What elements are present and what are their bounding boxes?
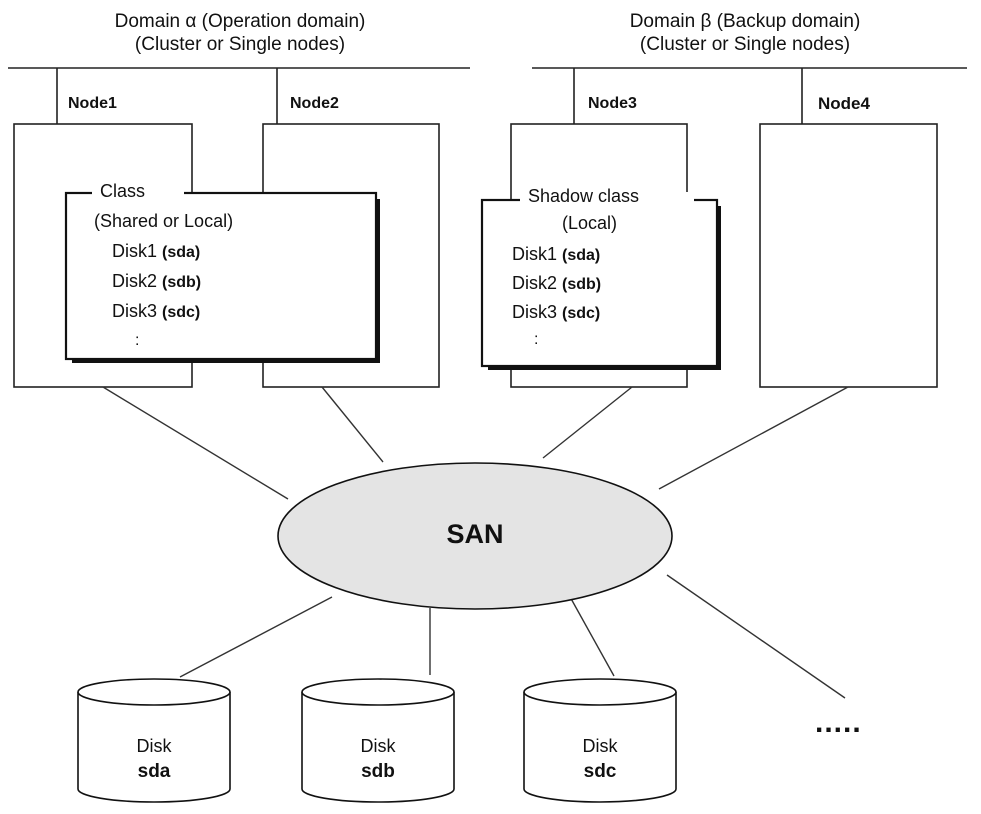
class-scope: (Shared or Local) xyxy=(94,211,234,231)
link-san-disk-sdc xyxy=(568,594,615,677)
node2-label: Node2 xyxy=(290,95,339,112)
shadow-disk2-device: (sdb) xyxy=(562,276,602,293)
node4-box xyxy=(759,123,938,388)
class-title: Class xyxy=(100,181,146,201)
class-disk3-device: (sdc) xyxy=(162,304,201,321)
class-disk3: Disk3 (sdc) xyxy=(112,302,200,321)
domain-beta-subtitle: (Cluster or Single nodes) xyxy=(639,34,851,55)
shadow-disk3: Disk3 (sdc) xyxy=(512,303,600,322)
link-node2-san xyxy=(321,386,384,463)
shadow-disk3-device: (sdc) xyxy=(562,305,601,322)
domain-alpha-title: Domain α (Operation domain) xyxy=(114,11,366,32)
shadow-class-box-shadow-bottom xyxy=(488,366,721,370)
link-node1-san xyxy=(102,386,289,500)
class-disk1-device: (sda) xyxy=(162,244,201,261)
node3-label: Node3 xyxy=(588,95,637,112)
class-disk2-device: (sdb) xyxy=(162,274,202,291)
more-disks-indicator: ..... xyxy=(815,706,862,739)
disk-sda-label: Disk xyxy=(136,736,172,756)
san-label: SAN xyxy=(446,519,504,549)
shadow-continuation: : xyxy=(534,331,539,348)
domain-beta-title: Domain β (Backup domain) xyxy=(629,11,861,32)
class-title-gap xyxy=(92,186,184,200)
shadow-disk1-name: Disk1 xyxy=(512,244,558,264)
class-box-shadow-right xyxy=(376,199,380,363)
node4-label: Node4 xyxy=(818,94,870,113)
link-san-disk-sda xyxy=(179,596,333,678)
class-disk1-name: Disk1 xyxy=(112,241,158,261)
link-node3-san xyxy=(542,386,633,459)
class-box-shadow-bottom xyxy=(72,359,380,363)
disk-sdc-device: sdc xyxy=(583,761,617,782)
shadow-class-box-shadow-right xyxy=(717,206,721,370)
shadow-class-box xyxy=(480,198,719,368)
class-continuation: : xyxy=(135,332,140,349)
shadow-class-title: Shadow class xyxy=(528,186,640,206)
class-disk2: Disk2 (sdb) xyxy=(112,272,201,291)
disk-cylinder-sdc xyxy=(523,678,677,803)
shadow-disk2-name: Disk2 xyxy=(512,273,558,293)
shadow-disk2: Disk2 (sdb) xyxy=(512,274,601,293)
shadow-class-scope: (Local) xyxy=(562,213,618,233)
class-disk1: Disk1 (sda) xyxy=(112,242,200,261)
shadow-disk1-device: (sda) xyxy=(562,247,601,264)
disk-cylinder-sda xyxy=(77,678,231,803)
disk-sdb-device: sdb xyxy=(361,761,395,782)
disk-sdc-label: Disk xyxy=(582,736,618,756)
link-san-more xyxy=(666,574,846,699)
domain-alpha-subtitle: (Cluster or Single nodes) xyxy=(134,34,346,55)
shadow-class-title-gap xyxy=(520,192,694,207)
disk-sda-device: sda xyxy=(137,761,171,782)
disk-sdb-label: Disk xyxy=(360,736,396,756)
shadow-disk3-name: Disk3 xyxy=(512,302,558,322)
disk-cylinder-sdb xyxy=(301,678,455,803)
link-node4-san xyxy=(658,386,849,490)
class-disk3-name: Disk3 xyxy=(112,301,158,321)
san-ellipse xyxy=(277,462,673,610)
node1-label: Node1 xyxy=(68,95,117,112)
class-disk2-name: Disk2 xyxy=(112,271,158,291)
shadow-disk1: Disk1 (sda) xyxy=(512,245,600,264)
